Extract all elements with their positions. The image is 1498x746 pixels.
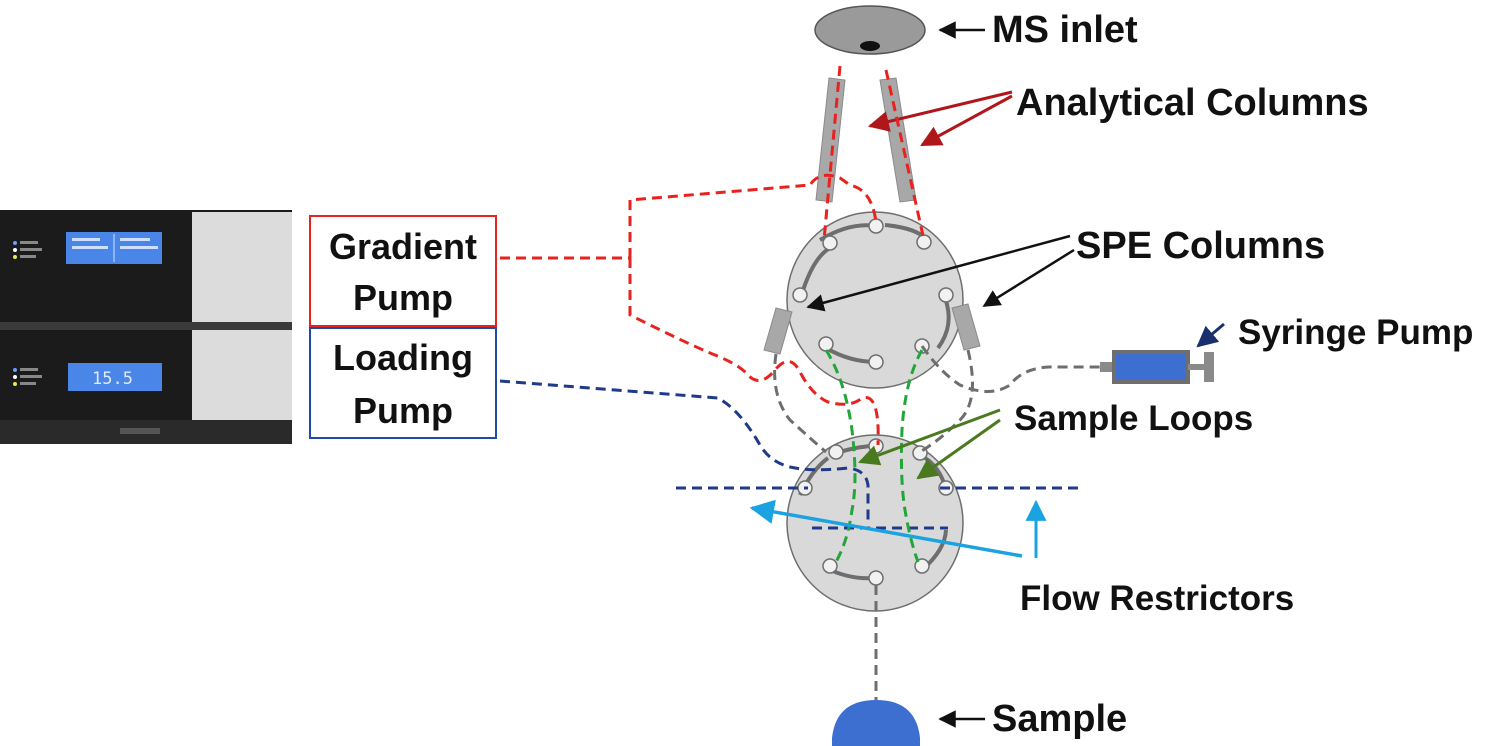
analytical-columns-arrow-2 — [920, 94, 1013, 147]
ms-inlet-label: MS inlet — [992, 9, 1138, 51]
loading-pump-box: Loading Pump — [309, 327, 497, 439]
loading-flow-lines — [499, 379, 1084, 530]
flow-restrictors-label: Flow Restrictors — [1020, 579, 1294, 618]
valve-port — [822, 558, 838, 574]
sample-loops-arrow-1 — [858, 408, 1001, 466]
gradient-pump-label-line1: Gradient — [329, 226, 477, 267]
analytical-columns-arrow-1 — [867, 90, 1013, 132]
spe-columns-arrow-2 — [982, 248, 1075, 308]
sample-loop-lines — [824, 349, 924, 563]
analytical-column-left — [815, 77, 846, 203]
led-icon — [13, 375, 17, 379]
valve-port — [868, 354, 884, 370]
sample-loop-valve — [786, 434, 964, 612]
flow-restrictors-arrow-1 — [749, 499, 1023, 558]
valve-port — [916, 234, 932, 250]
sample-loops-arrow-2 — [916, 418, 1001, 480]
led-icon — [13, 241, 17, 245]
syringe-pump-label: Syringe Pump — [1238, 313, 1473, 352]
spe-valve — [786, 211, 964, 389]
valve-port — [828, 444, 844, 460]
valve-port — [914, 558, 930, 574]
valve-port — [792, 287, 808, 303]
ms-inlet — [814, 5, 926, 55]
pump-display-value: 15.5 — [92, 369, 133, 389]
valve-port — [868, 570, 884, 586]
gradient-pump-label-line2: Pump — [353, 277, 453, 318]
led-icon — [13, 255, 17, 259]
gradient-pump-box: Gradient Pump — [309, 215, 497, 327]
valve-port — [818, 336, 834, 352]
pump-display-lower — [68, 363, 162, 391]
sample-label: Sample — [992, 698, 1127, 740]
syringe-pump-arrow — [1196, 322, 1225, 348]
valve-port — [868, 438, 884, 454]
spe-columns-arrow-1 — [806, 234, 1071, 312]
sample-loops-label: Sample Loops — [1014, 399, 1253, 438]
valve-port — [822, 235, 838, 251]
loading-pump-label-line2: Pump — [353, 390, 453, 431]
hplc-pump-stack: 15.5 — [0, 210, 292, 444]
gray-flow-lines — [773, 345, 1112, 700]
sample-vial — [832, 700, 920, 746]
spe-column-left — [763, 307, 793, 355]
led-icon — [13, 248, 17, 252]
loading-pump-label-line1: Loading — [333, 337, 473, 378]
valve-port — [938, 287, 954, 303]
led-icon — [13, 368, 17, 372]
spe-columns-label: SPE Columns — [1076, 225, 1325, 267]
led-icon — [13, 382, 17, 386]
gradient-flow-lines — [500, 65, 926, 446]
valve-port — [868, 218, 884, 234]
syringe-pump — [1100, 350, 1214, 384]
analytical-columns-label: Analytical Columns — [1016, 82, 1369, 124]
spe-column-right — [951, 303, 981, 351]
